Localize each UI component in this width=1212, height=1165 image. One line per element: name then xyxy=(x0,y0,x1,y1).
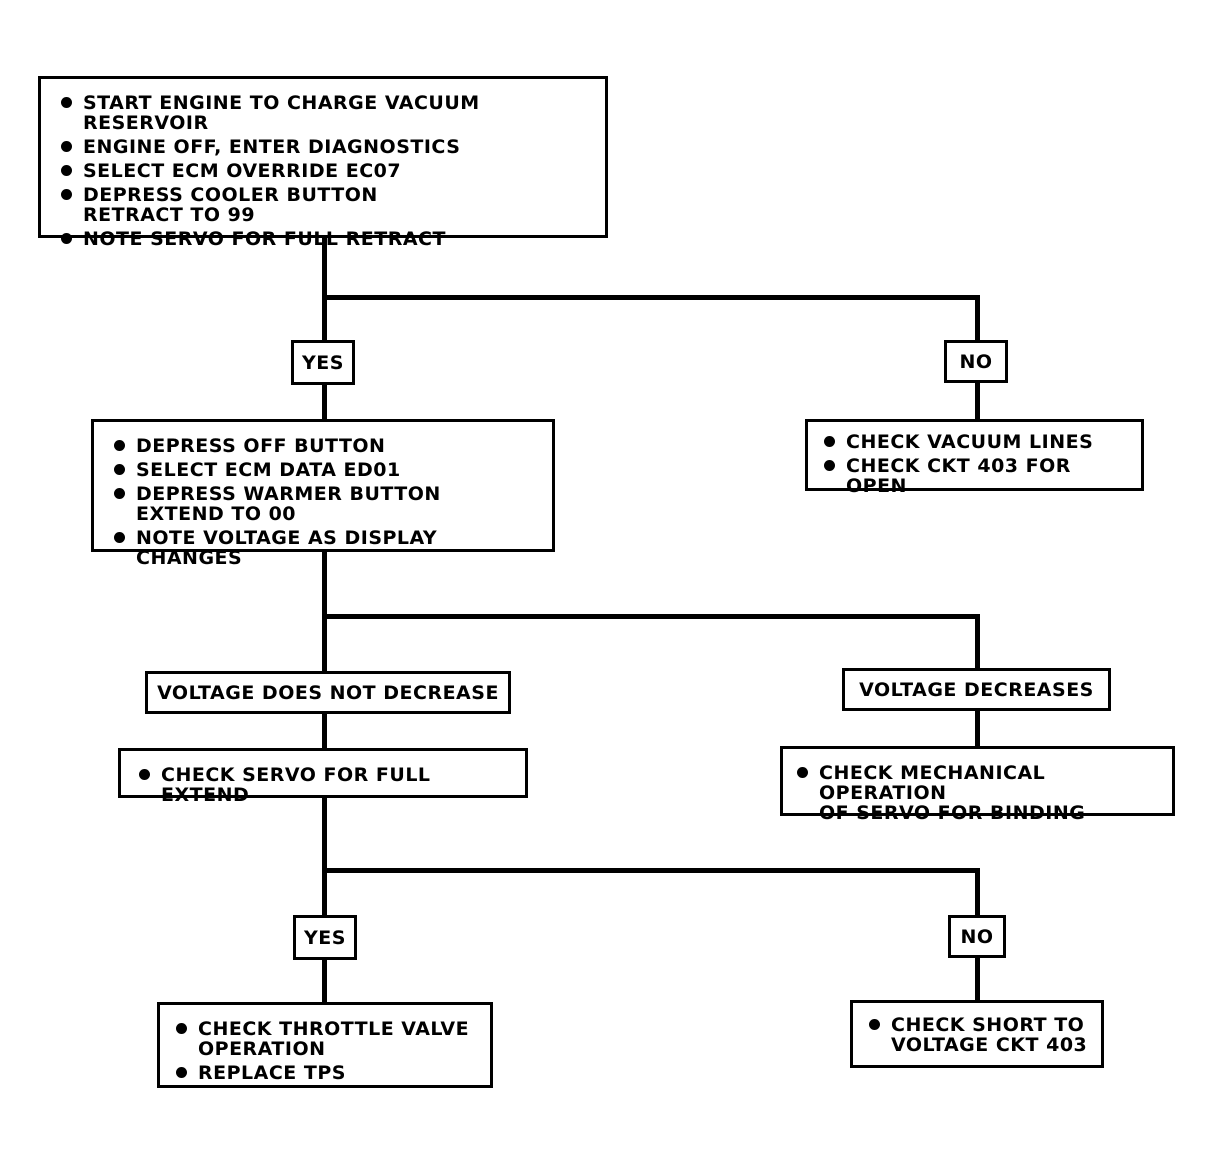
step-item: ENGINE OFF, ENTER DIAGNOSTICS xyxy=(59,137,597,157)
connector-start-down xyxy=(322,236,327,341)
step-item: REPLACE TPS xyxy=(174,1063,484,1083)
connector-data-down xyxy=(322,550,327,673)
short-check-steps: CHECK SHORT TO VOLTAGE CKT 403 xyxy=(867,1015,1097,1055)
short-check-box: CHECK SHORT TO VOLTAGE CKT 403 xyxy=(850,1000,1104,1068)
branch3-no-label: NO xyxy=(948,915,1006,958)
throttle-check-steps: CHECK THROTTLE VALVE OPERATION REPLACE T… xyxy=(174,1019,484,1083)
connector-servo-down xyxy=(322,796,327,916)
connector-yes-to-data xyxy=(322,383,327,421)
step-item: NOTE SERVO FOR FULL RETRACT xyxy=(59,229,597,249)
connector-no-to-short xyxy=(975,956,980,1002)
connector-branch2-right-down xyxy=(975,614,980,669)
step-item: CHECK MECHANICAL OPERATION OF SERVO FOR … xyxy=(795,763,1168,823)
throttle-check-box: CHECK THROTTLE VALVE OPERATION REPLACE T… xyxy=(157,1002,493,1088)
branch1-no-label: NO xyxy=(944,340,1008,383)
step-item: NOTE VOLTAGE AS DISPLAY CHANGES xyxy=(112,528,544,568)
connector-no-to-vacuum xyxy=(975,381,980,421)
step-item: CHECK SERVO FOR FULL EXTEND xyxy=(137,765,519,805)
step-item: SELECT ECM DATA ED01 xyxy=(112,460,544,480)
check-data-steps: DEPRESS OFF BUTTON SELECT ECM DATA ED01 … xyxy=(112,436,544,568)
vacuum-check-steps: CHECK VACUUM LINES CHECK CKT 403 FOR OPE… xyxy=(822,432,1135,496)
start-procedure-box: START ENGINE TO CHARGE VACUUM RESERVOIR … xyxy=(38,76,608,249)
vacuum-check-box: CHECK VACUUM LINES CHECK CKT 403 FOR OPE… xyxy=(805,419,1144,496)
branch1-yes-label: YES xyxy=(291,340,355,385)
step-item: DEPRESS COOLER BUTTON RETRACT TO 99 xyxy=(59,185,597,225)
step-item: DEPRESS WARMER BUTTON EXTEND TO 00 xyxy=(112,484,544,524)
connector-branch1-horizontal xyxy=(322,295,980,300)
servo-extend-steps: CHECK SERVO FOR FULL EXTEND xyxy=(137,765,519,805)
step-item: CHECK SHORT TO VOLTAGE CKT 403 xyxy=(867,1015,1097,1055)
connector-decrease-to-mechanical xyxy=(975,709,980,748)
branch2-decrease-label: VOLTAGE DECREASES xyxy=(842,668,1111,711)
connector-yes-to-throttle xyxy=(322,958,327,1004)
servo-extend-box: CHECK SERVO FOR FULL EXTEND xyxy=(118,748,528,805)
connector-no-decrease-to-servo xyxy=(322,712,327,750)
connector-branch1-no-down xyxy=(975,295,980,340)
step-item: SELECT ECM OVERRIDE EC07 xyxy=(59,161,597,181)
step-item: CHECK CKT 403 FOR OPEN xyxy=(822,456,1135,496)
connector-branch2-horizontal xyxy=(322,614,980,619)
step-item: DEPRESS OFF BUTTON xyxy=(112,436,544,456)
mechanical-check-steps: CHECK MECHANICAL OPERATION OF SERVO FOR … xyxy=(795,763,1168,823)
mechanical-check-box: CHECK MECHANICAL OPERATION OF SERVO FOR … xyxy=(780,746,1175,823)
connector-branch3-no-down xyxy=(975,868,980,917)
step-item: CHECK VACUUM LINES xyxy=(822,432,1135,452)
branch2-no-decrease-label: VOLTAGE DOES NOT DECREASE xyxy=(145,671,511,714)
branch3-yes-label: YES xyxy=(293,915,357,960)
connector-branch3-horizontal xyxy=(322,868,980,873)
start-procedure-steps: START ENGINE TO CHARGE VACUUM RESERVOIR … xyxy=(59,93,597,249)
check-data-box: DEPRESS OFF BUTTON SELECT ECM DATA ED01 … xyxy=(91,419,555,568)
step-item: CHECK THROTTLE VALVE OPERATION xyxy=(174,1019,484,1059)
step-item: START ENGINE TO CHARGE VACUUM RESERVOIR xyxy=(59,93,597,133)
